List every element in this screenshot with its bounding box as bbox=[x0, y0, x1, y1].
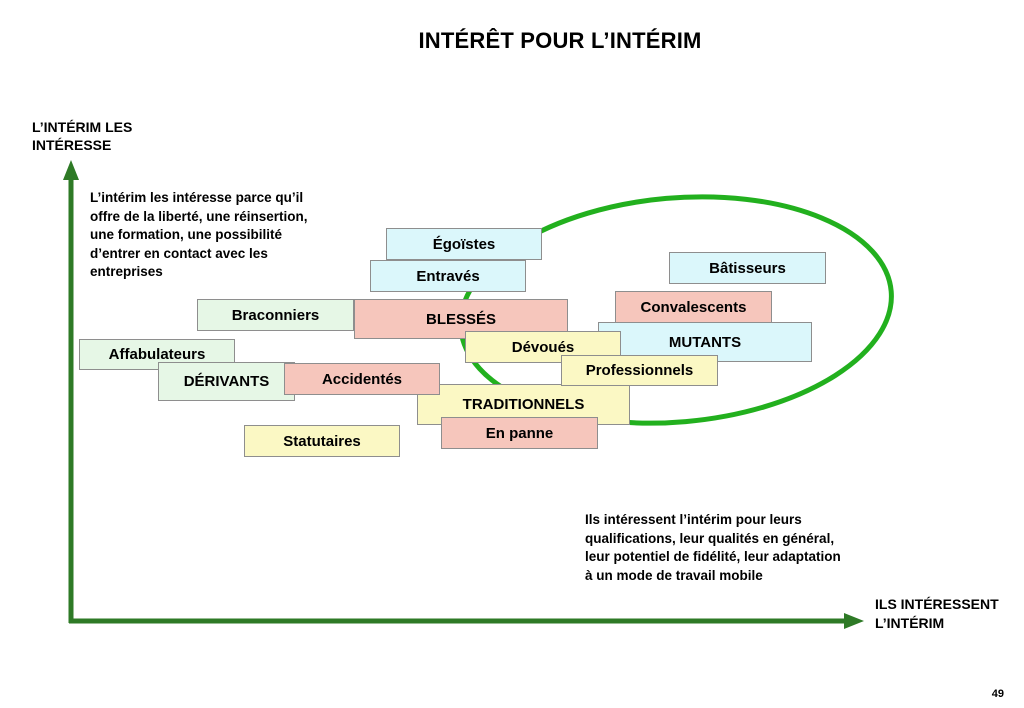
page-number: 49 bbox=[991, 688, 1004, 700]
y-axis-label: L’INTÉRIM LES INTÉRESSE bbox=[32, 119, 133, 153]
box-convalescents: Convalescents bbox=[615, 291, 772, 323]
y-axis-arrowhead bbox=[63, 160, 79, 180]
box-en-panne: En panne bbox=[441, 417, 598, 449]
box-professionnels: Professionnels bbox=[561, 355, 718, 386]
box-batisseurs: Bâtisseurs bbox=[669, 252, 826, 284]
box-entraves: Entravés bbox=[370, 260, 526, 292]
x-axis-label: ILS INTÉRESSENT L’INTÉRIM bbox=[875, 596, 999, 631]
x-axis-explanation: Ils intéressent l’intérim pour leurs qua… bbox=[585, 512, 841, 583]
box-egoistes: Égoïstes bbox=[386, 228, 542, 260]
box-accidentes: Accidentés bbox=[284, 363, 440, 395]
box-braconniers: Braconniers bbox=[197, 299, 354, 331]
page-title: INTÉRÊT POUR L’INTÉRIM bbox=[418, 28, 702, 53]
box-statutaires: Statutaires bbox=[244, 425, 400, 457]
y-axis-explanation: L’intérim les intéresse parce qu’il offr… bbox=[90, 190, 308, 279]
box-derivants: DÉRIVANTS bbox=[158, 362, 295, 401]
x-axis-arrowhead bbox=[844, 613, 864, 629]
box-blesses: BLESSÉS bbox=[354, 299, 568, 339]
box-devoues: Dévoués bbox=[465, 331, 621, 363]
